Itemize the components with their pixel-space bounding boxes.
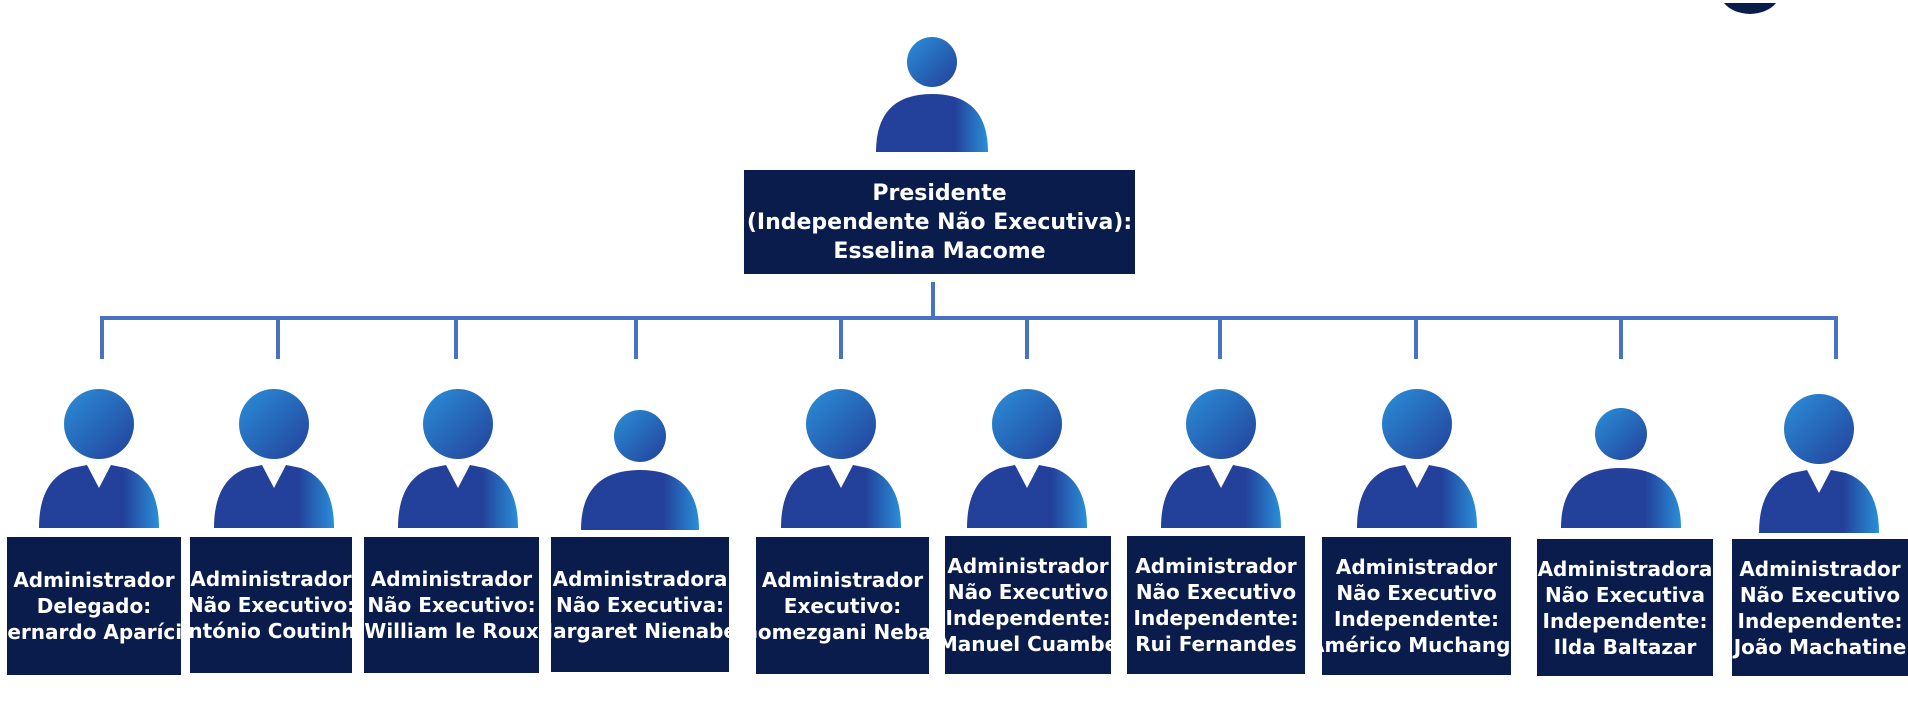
president-box: Presidente (Independente Não Executiva):… [744, 170, 1135, 274]
member-person-icon [580, 410, 700, 532]
member-line: Administrador [1739, 556, 1901, 581]
member-line: Margaret Nienaber [551, 618, 729, 643]
member-box: Administrador Executivo: Gomezgani Nebas [756, 537, 929, 674]
member-line: Administradora [1537, 556, 1713, 581]
member-line: Executivo: [783, 593, 902, 618]
member-person-icon [1560, 408, 1682, 530]
logo-shield-icon [1720, 0, 1780, 14]
member-line: Administrador [947, 554, 1109, 578]
member-person-suit-icon [213, 388, 335, 530]
member-line: Administrador [1135, 554, 1297, 578]
member-line: Administrador [761, 567, 924, 592]
member-box: Administradora Não Executiva Independent… [1537, 539, 1713, 676]
member-box: Administrador Não Executivo: António Cou… [190, 537, 352, 673]
member-line: William le Roux [364, 619, 539, 643]
member-box: Administradora Não Executiva: Margaret N… [551, 537, 729, 672]
member-box: Administrador Delegado: Bernardo Aparíci… [7, 537, 181, 675]
member-line: Américo Muchanga [1322, 633, 1511, 657]
president-person-icon [874, 36, 990, 154]
member-line: Não Executivo [1336, 581, 1497, 605]
member-box: Administrador Não Executivo Independente… [1322, 537, 1511, 675]
member-line: Independente: [945, 606, 1111, 630]
member-line: Administrador [370, 567, 533, 591]
member-person-suit-icon [966, 388, 1088, 530]
president-line: (Independente Não Executiva): [746, 209, 1133, 235]
member-line: Independente: [1737, 608, 1903, 633]
member-line: Independente: [1334, 607, 1499, 631]
member-line: Não Executiva [1544, 582, 1706, 607]
member-line: Não Executivo [1135, 580, 1297, 604]
president-line: Esselina Macome [833, 238, 1046, 264]
member-line: Administrador [1335, 555, 1498, 579]
member-line: António Coutinho [190, 619, 352, 643]
member-line: Independente: [1542, 608, 1708, 633]
member-line: Não Executiva: [555, 592, 725, 617]
member-line: Não Executivo [1739, 582, 1901, 607]
member-line: Bernardo Aparício [7, 620, 181, 644]
member-line: Rui Fernandes [1135, 632, 1297, 656]
member-line: Administradora [552, 566, 728, 591]
member-line: Administrador [190, 567, 352, 591]
member-person-suit-icon [38, 388, 160, 530]
member-box: Administrador Não Executivo: William le … [364, 537, 539, 673]
member-person-suit-icon [780, 388, 902, 530]
member-person-suit-icon [1160, 388, 1282, 530]
member-person-suit-icon [397, 388, 519, 530]
member-person-suit-icon [1356, 388, 1478, 530]
president-line: Presidente [872, 180, 1007, 206]
member-person-suit-icon [1758, 393, 1880, 535]
member-line: Ilda Baltazar [1553, 634, 1697, 659]
member-line: Manuel Cuambe [945, 632, 1111, 656]
member-line: Não Executivo [947, 580, 1109, 604]
member-box: Administrador Não Executivo Independente… [945, 536, 1111, 674]
member-line: Não Executivo: [367, 593, 536, 617]
member-line: Administrador [13, 568, 175, 592]
member-box: Administrador Não Executivo Independente… [1127, 536, 1305, 674]
member-line: Independente: [1133, 606, 1299, 630]
member-line: Gomezgani Nebas [756, 619, 929, 644]
member-line: Não Executivo: [190, 593, 352, 617]
member-box: Administrador Não Executivo Independente… [1732, 539, 1908, 676]
member-line: João Machatine [1733, 634, 1907, 659]
member-line: Delegado: [36, 594, 152, 618]
